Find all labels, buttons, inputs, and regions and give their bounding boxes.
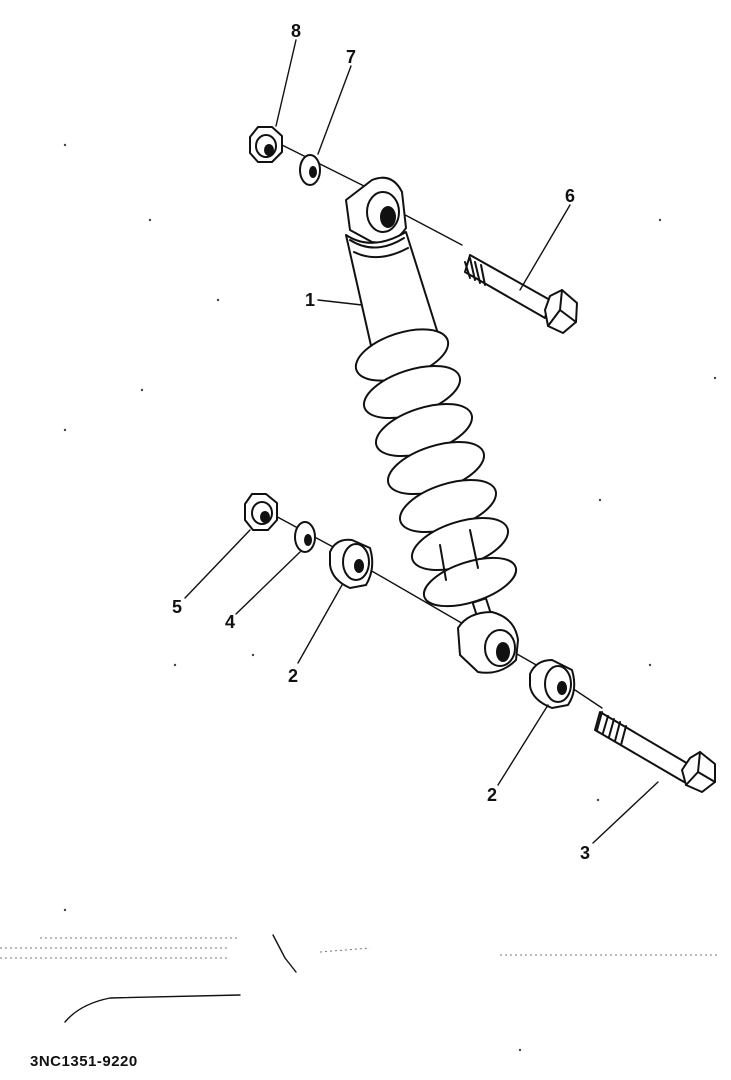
upper-nut bbox=[249, 126, 283, 163]
leader-lines bbox=[184, 39, 659, 844]
coil-spring bbox=[354, 328, 518, 608]
callout-4: 4 bbox=[225, 612, 235, 632]
shock-absorber bbox=[345, 176, 519, 674]
collar-right bbox=[529, 659, 576, 709]
callout-7: 7 bbox=[346, 47, 356, 67]
callout-labels: 8 7 6 1 5 4 2 2 3 bbox=[172, 21, 590, 863]
callout-6: 6 bbox=[565, 186, 575, 206]
collar-left bbox=[329, 538, 374, 589]
callout-2-right: 2 bbox=[487, 785, 497, 805]
upper-washer bbox=[299, 154, 321, 186]
part-code: 3NC1351-9220 bbox=[30, 1053, 138, 1070]
callout-5: 5 bbox=[172, 597, 182, 617]
callout-2-left: 2 bbox=[288, 666, 298, 686]
callout-8: 8 bbox=[291, 21, 301, 41]
lower-nut bbox=[244, 493, 278, 531]
scan-artifacts bbox=[0, 143, 720, 1052]
upper-bolt bbox=[464, 254, 578, 334]
callout-3: 3 bbox=[580, 843, 590, 863]
lower-washer bbox=[294, 521, 316, 553]
callout-1: 1 bbox=[305, 290, 315, 310]
lower-bolt bbox=[594, 711, 716, 793]
